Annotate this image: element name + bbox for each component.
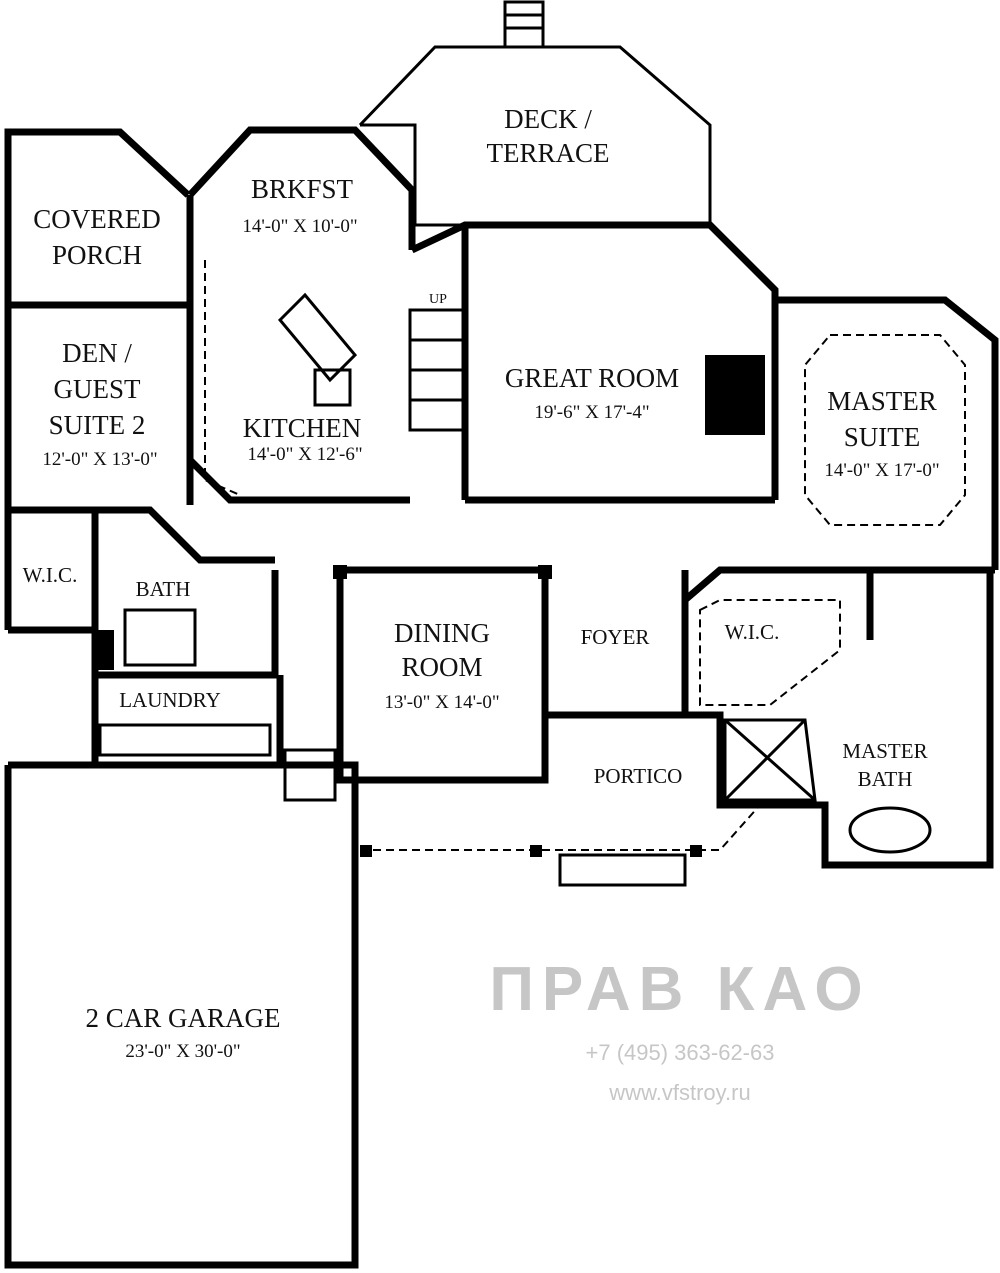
walls (4, 0, 999, 1269)
kitchen-size: 14'-0" X 12'-6" (247, 444, 362, 465)
portico-label: PORTICO (594, 764, 683, 788)
master-suite-label: MASTER (827, 386, 937, 416)
den-label-3: SUITE 2 (49, 410, 146, 440)
room-labels: DECK / TERRACE BRKFST 14'-0" X 10'-0" CO… (23, 104, 940, 1062)
dining-label-2: ROOM (401, 652, 482, 682)
deck-label-2: TERRACE (486, 138, 609, 168)
kitchen-label: KITCHEN (243, 413, 361, 443)
covered-porch-label: COVERED (33, 204, 161, 234)
laundry-label: LAUNDRY (119, 688, 221, 712)
master-suite-label-2: SUITE (844, 422, 921, 452)
master-bath-label-2: BATH (858, 767, 913, 791)
den-label: DEN / (62, 338, 132, 368)
watermark: ПРАВ КАО +7 (495) 363-62-63 www.vfstroy.… (489, 955, 870, 1105)
deck-label: DECK / (504, 104, 592, 134)
foyer-label: FOYER (581, 625, 650, 649)
covered-porch-label-2: PORCH (52, 240, 142, 270)
master-suite-size: 14'-0" X 17'-0" (824, 460, 939, 481)
dining-size: 13'-0" X 14'-0" (384, 692, 499, 713)
den-size: 12'-0" X 13'-0" (42, 449, 157, 470)
master-bath-label: MASTER (842, 739, 927, 763)
wic-master-label: W.I.C. (725, 620, 780, 644)
dining-label: DINING (394, 618, 490, 648)
great-room-size: 19'-6" X 17'-4" (534, 402, 649, 423)
bath-label: BATH (136, 577, 191, 601)
brkfst-label: BRKFST (251, 174, 354, 204)
watermark-phone: +7 (495) 363-62-63 (586, 1040, 775, 1065)
garage-size: 23'-0" X 30'-0" (125, 1041, 240, 1062)
den-label-2: GUEST (54, 374, 142, 404)
brkfst-size: 14'-0" X 10'-0" (242, 216, 357, 237)
watermark-url: www.vfstroy.ru (608, 1080, 750, 1105)
great-room-label: GREAT ROOM (505, 363, 679, 393)
garage-label: 2 CAR GARAGE (85, 1003, 280, 1033)
wic-left-label: W.I.C. (23, 563, 78, 587)
watermark-logo: ПРАВ КАО (489, 955, 870, 1024)
stair-up-label: UP (429, 292, 447, 307)
